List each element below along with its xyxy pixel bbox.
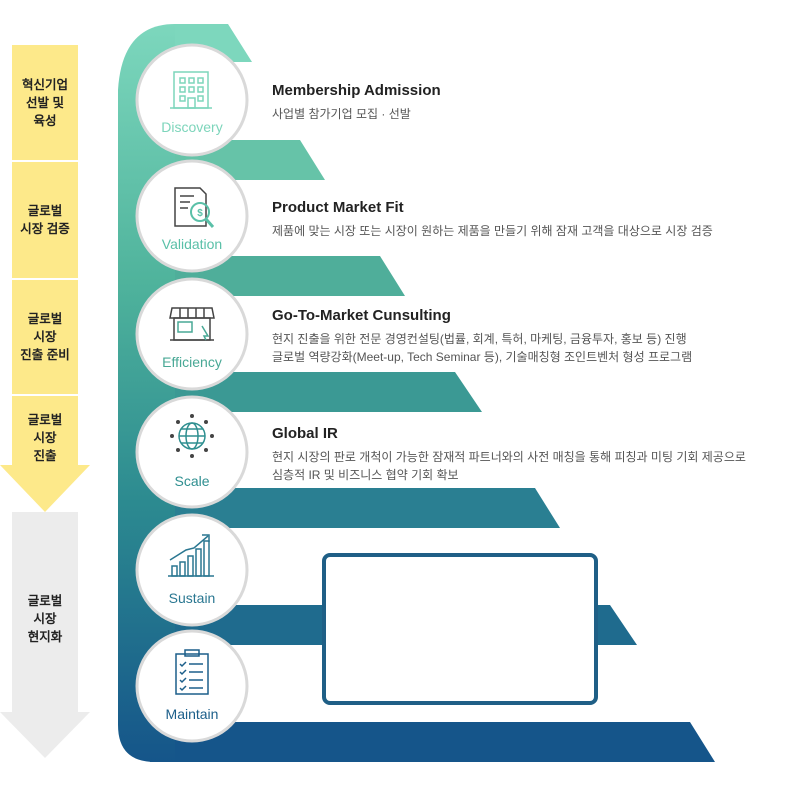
stage-desc-efficiency: 현지 진출을 위한 전문 경영컨설팅(법률, 회계, 특허, 마케팅, 금융투자…: [272, 332, 693, 364]
phase-label-entry: 글로벌 시장 진출: [27, 413, 63, 463]
document-magnifier-icon: [174, 187, 215, 228]
building-icon: [170, 71, 212, 109]
stage-circle-maintain: [135, 629, 249, 743]
stage-desc-validation: 제품에 맞는 시장 또는 시장이 원하는 제품을 만들기 위해 잠재 고객을 대…: [272, 224, 713, 238]
stage-title-discovery: Membership Admission: [272, 82, 441, 99]
globe-network-icon: [178, 422, 206, 450]
phase-label-preparation: 글로벌 시장 진출 준비: [20, 312, 70, 362]
phase-label-validation: 글로벌 시장 검증: [20, 204, 70, 236]
stage-name-validation: Validation: [161, 236, 223, 252]
growth-chart-icon: [168, 534, 214, 577]
stage-title-scale: Global IR: [272, 425, 338, 442]
phase-arrow-gray: [12, 512, 78, 712]
phase-label-selection: 혁신기업 선발 및 육성: [21, 78, 68, 128]
phase-arrow-yellow-head: [0, 465, 90, 512]
stage-desc-discovery: 사업별 참가기업 모집 · 선발: [272, 107, 411, 121]
stage-bar-efficiency: [150, 372, 482, 412]
stage-circle-sustain: [135, 513, 249, 627]
storefront-icon: [169, 307, 215, 341]
stage-circle-scale: [135, 395, 249, 509]
stage-circle-efficiency: [135, 277, 249, 391]
clipboard-checklist-icon: [175, 649, 209, 695]
stage-bar-maintain: [150, 722, 715, 762]
stage-name-scale: Scale: [174, 473, 210, 489]
stage-desc-scale: 현지 시장의 판로 개척이 가능한 잠재적 파트너와의 사전 매칭을 통해 피칭…: [272, 450, 746, 482]
stage-name-sustain: Sustain: [168, 590, 216, 606]
stage-title-validation: Product Market Fit: [272, 199, 404, 216]
flag-panel: [322, 553, 598, 705]
stage-title-efficiency: Go-To-Market Cunsulting: [272, 307, 451, 324]
phase-label-localization: 글로벌 시장 현지화: [27, 594, 63, 644]
network-nodes: [170, 414, 214, 458]
dollar-glyph: $: [197, 208, 203, 219]
stage-name-discovery: Discovery: [161, 119, 223, 135]
stage-circle-discovery: [135, 43, 249, 157]
phase-arrow-gray-head: [0, 712, 90, 758]
stage-bar-scale: [150, 488, 560, 528]
stage-name-efficiency: Efficiency: [162, 354, 222, 370]
stage-name-maintain: Maintain: [165, 706, 219, 722]
